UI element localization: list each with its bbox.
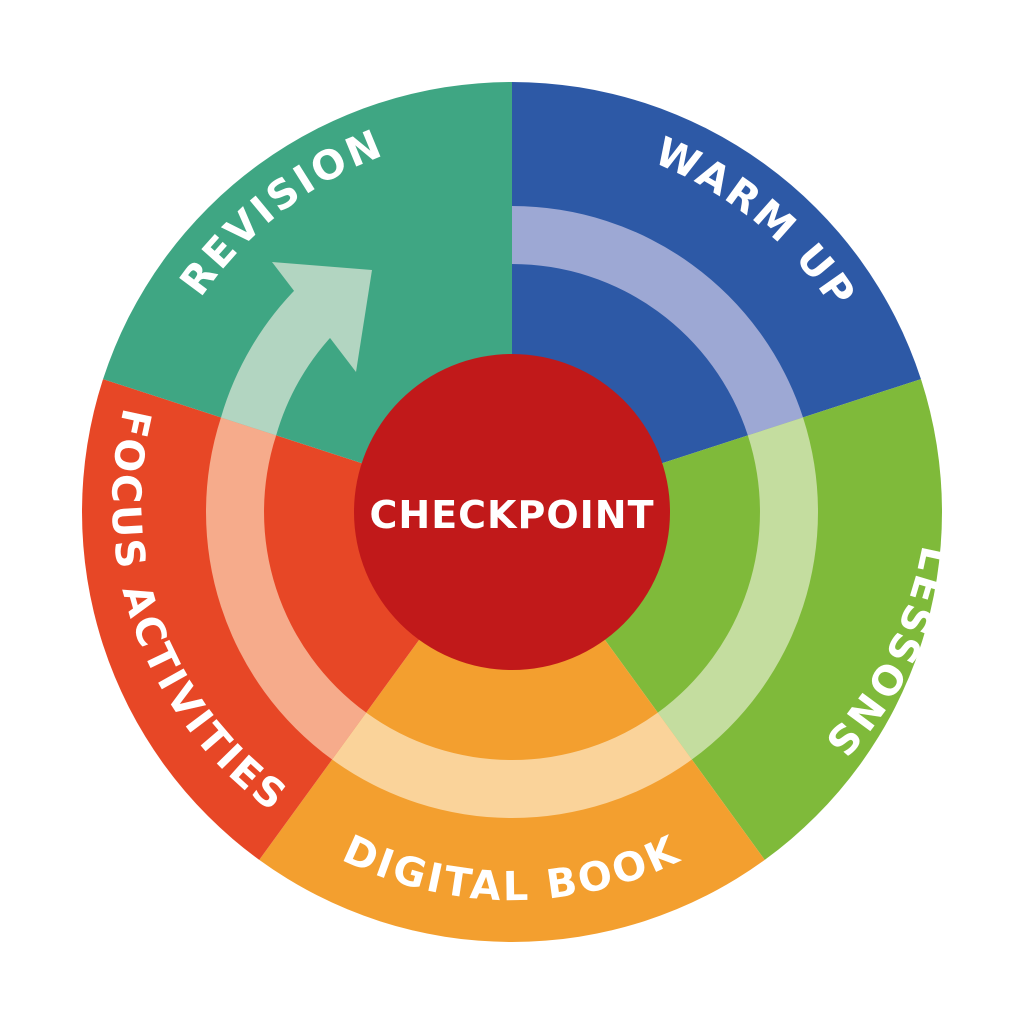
cycle-band-digital-book [332,712,692,818]
cycle-band-focus-activities [206,417,367,760]
center-circle [354,354,670,670]
segment-digital-book [259,512,765,943]
cycle-band-revision [220,286,339,436]
cycle-band-lessons [657,417,818,760]
cycle-band-warm-up [512,206,804,436]
center-label: CHECKPOINT [370,493,655,537]
cycle-arrow-head-icon [272,262,372,372]
